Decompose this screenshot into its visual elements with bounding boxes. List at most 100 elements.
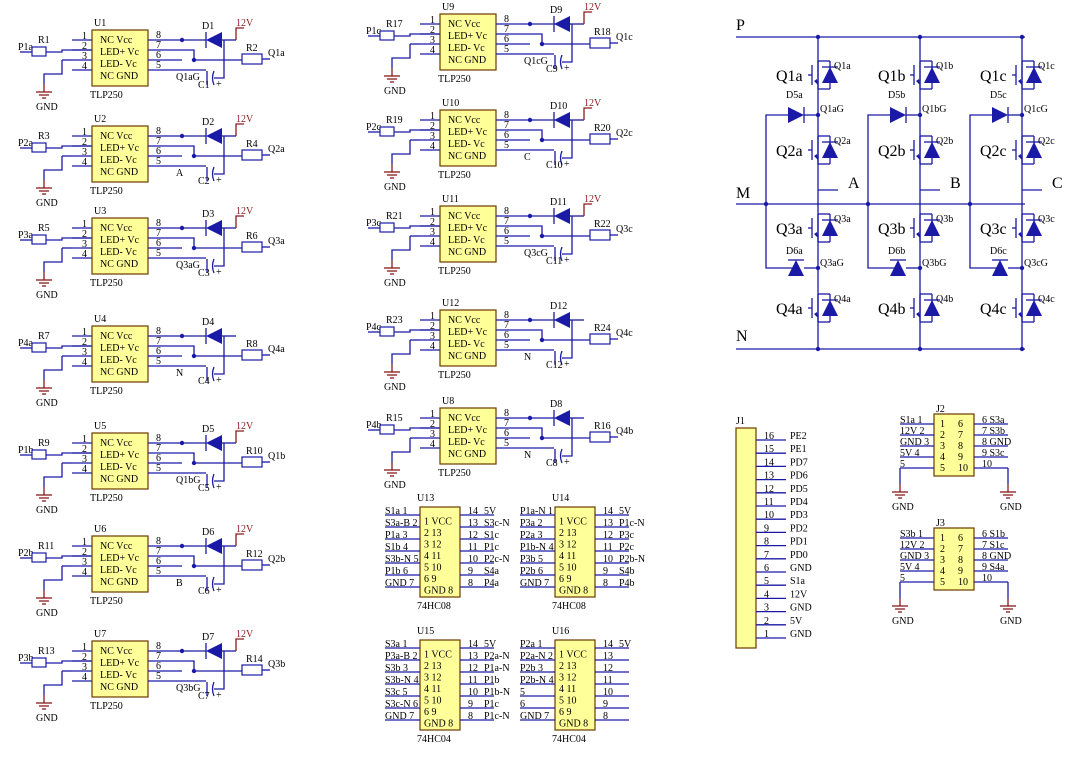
wire — [530, 225, 543, 236]
pin-number: 4 — [430, 45, 435, 56]
driver-chip-body — [439, 407, 497, 465]
output-resistor — [241, 664, 263, 676]
diode-symbol — [924, 66, 940, 83]
driver-chip-body — [91, 29, 149, 87]
ground-symbol: GND — [36, 84, 58, 113]
ground-symbol: GND — [384, 260, 406, 289]
header-inner-pin: 5 — [940, 463, 945, 474]
pin-number: 4 — [430, 341, 435, 352]
header-inner-pin: 7 — [958, 544, 963, 555]
pin-number: 4 — [82, 464, 87, 475]
header-left-label: 5V 4 — [900, 448, 920, 459]
wire — [391, 44, 411, 68]
pin-number: 6 — [504, 34, 509, 45]
wire — [530, 129, 543, 140]
junction-dot — [527, 117, 533, 123]
diode-body — [822, 300, 838, 316]
driver-capacitor: + — [206, 366, 222, 386]
header-inner-pin: 4 — [940, 566, 945, 577]
logic-part: 74HC08 — [552, 601, 586, 612]
driver-capacitor: + — [554, 350, 570, 370]
output-resistor-ref: R2 — [246, 43, 258, 54]
output-resistor-ref: R18 — [594, 27, 611, 38]
pin-number: 3 — [430, 131, 435, 142]
pin-number: 8 — [156, 30, 161, 41]
driver-capacitor: + — [206, 70, 222, 90]
pin-number: 1 — [82, 434, 87, 445]
logic-left-pin: GND 7 — [520, 578, 549, 589]
gate-node-label: Q3aG — [820, 258, 844, 269]
pin-number: 2 — [82, 547, 87, 558]
diode-body — [992, 260, 1008, 276]
driver-capacitor: + — [554, 150, 570, 170]
ground-label: GND — [36, 505, 58, 516]
cap-polarity: + — [564, 359, 570, 370]
header-inner-pin: 9 — [958, 566, 963, 577]
ground-label: GND — [36, 198, 58, 209]
chip-pin-label: NC GND — [448, 151, 486, 162]
pin-number: 8 — [156, 126, 161, 137]
pin-number: 3 — [430, 331, 435, 342]
pin-number: 8 — [504, 408, 509, 419]
chip-pin-label: LED- Vc — [100, 59, 137, 70]
driver-output-label: Q3c — [616, 224, 633, 235]
pin-number: 7 — [504, 320, 509, 331]
diode-body — [206, 220, 222, 236]
pin-number: 2 — [82, 652, 87, 663]
vcc-label: 12V — [584, 194, 602, 205]
pin-number: 1 — [82, 219, 87, 230]
pin-number: 1 — [430, 207, 435, 218]
cap-polarity: + — [216, 585, 222, 596]
wire — [562, 24, 573, 63]
chip-pin-label: NC GND — [100, 367, 138, 378]
pin-number: 6 — [504, 130, 509, 141]
output-resistor-ref: R12 — [246, 549, 263, 560]
switch-label: Q3c — [980, 221, 1007, 238]
input-resistor — [31, 449, 47, 460]
pin-number: 3 — [82, 347, 87, 358]
header-right-label: 6 S1b — [982, 529, 1005, 540]
wire — [562, 120, 573, 159]
capacitor-ref: C12 — [546, 360, 563, 371]
logic-right-pin: 12 — [468, 530, 478, 541]
capacitor-ref: C4 — [198, 376, 210, 387]
logic-right-pin: 13 — [603, 651, 613, 662]
ground-symbol: GND — [892, 484, 914, 513]
pin-number: 2 — [430, 121, 435, 132]
cap-plate — [211, 473, 215, 489]
pin-number: 4 — [82, 567, 87, 578]
pin-number: 3 — [82, 51, 87, 62]
output-resistor-ref: R14 — [246, 654, 263, 665]
output-resistor — [241, 456, 263, 468]
diode-body — [206, 435, 222, 451]
driver-diode-ref: D11 — [550, 197, 567, 208]
chip-pin-label: NC GND — [100, 682, 138, 693]
diode-body — [992, 107, 1008, 123]
vcc-wire — [235, 533, 244, 546]
ground-label: GND — [384, 382, 406, 393]
logic-right-pin: 10 — [603, 554, 613, 565]
pin-number: 3 — [430, 35, 435, 46]
logic-net-label: P1c-N — [619, 518, 645, 529]
pin-number: 5 — [504, 340, 509, 351]
logic-inner-label: 1 VCC — [424, 650, 452, 661]
output-resistor-ref: R24 — [594, 323, 611, 334]
driver-output-label: Q4c — [616, 328, 633, 339]
driver-capacitor: + — [206, 681, 222, 701]
output-resistor — [589, 37, 611, 49]
chip-pin-label: NC Vcc — [100, 131, 133, 142]
vcc-wire — [583, 107, 592, 120]
cap-polarity: + — [216, 482, 222, 493]
ground-label: GND — [1000, 502, 1022, 513]
vcc-label: 12V — [236, 114, 254, 125]
wire — [391, 140, 411, 164]
igbt-switch — [910, 135, 940, 165]
header-inner-pin: 10 — [958, 463, 968, 474]
junction-dot — [917, 112, 923, 118]
logic-net-label: P2c-N — [484, 554, 510, 565]
